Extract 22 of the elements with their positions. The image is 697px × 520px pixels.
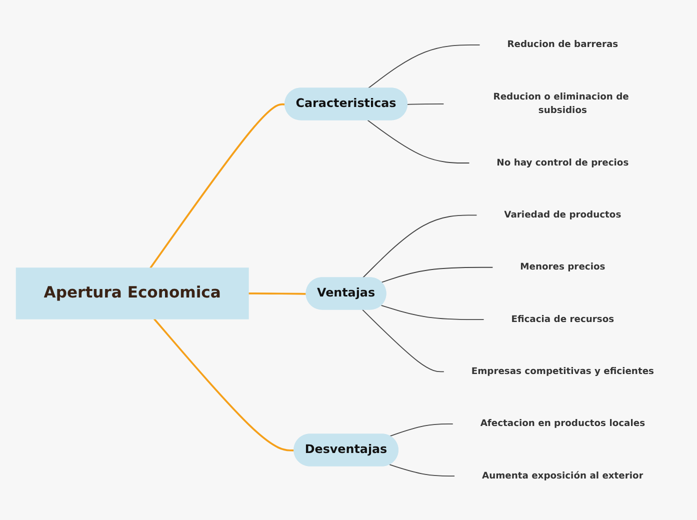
connector: [380, 266, 493, 282]
node-box: Apertura Economica: [15, 267, 248, 319]
connector: [248, 292, 306, 294]
node-text: Eficacia de recursos: [510, 314, 614, 324]
connector: [388, 422, 453, 436]
connector: [406, 103, 444, 104]
node-text: Reducion o eliminacion de subsidios: [492, 92, 628, 116]
node-text: Menores precios: [520, 262, 605, 272]
connector: [366, 119, 470, 163]
node-text: Afectacion en productos locales: [480, 418, 645, 428]
connector: [149, 102, 285, 268]
connector: [366, 44, 480, 89]
node-text: Aumenta exposición al exterior: [481, 470, 643, 481]
connector: [362, 308, 444, 372]
node-text: Empresas competitivas y eficientes: [470, 366, 654, 376]
connector: [380, 304, 484, 320]
node-text: No hay control de precios: [496, 157, 628, 168]
connector: [388, 464, 454, 476]
connector: [362, 214, 477, 278]
node-text: Variedad de productos: [504, 210, 621, 220]
connector: [152, 318, 294, 451]
node-text: Reducion de barreras: [506, 39, 618, 50]
